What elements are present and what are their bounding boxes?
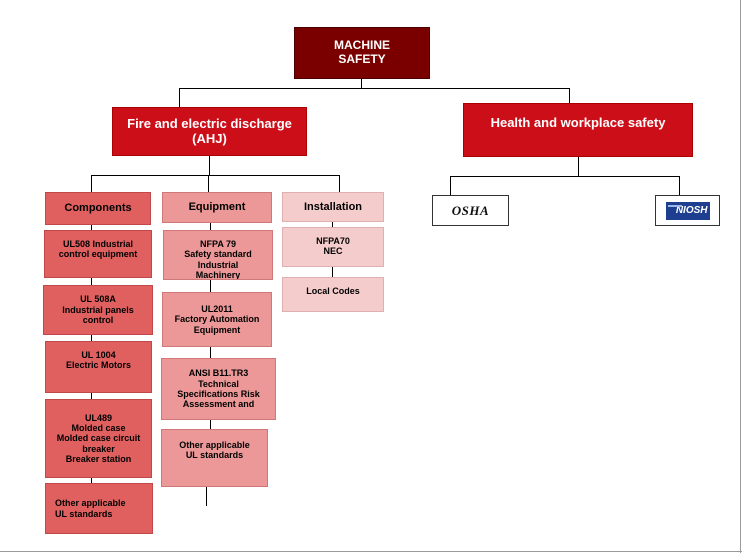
niosh-stripe — [667, 204, 682, 207]
component-ul508: UL508 Industrial control equipment — [44, 230, 152, 278]
component-ul508a: UL 508A Industrial panels control — [43, 285, 153, 335]
component-other-ul-standards: Other applicable UL standards — [45, 483, 153, 534]
frame-bottom-edge — [0, 551, 742, 552]
equipment-ansi-b11-tr3: ANSI B11.TR3 Technical Specifications Ri… — [161, 358, 276, 420]
frame-right-edge — [740, 0, 741, 553]
component-ul489: UL489 Molded case Molded case circuit br… — [45, 399, 152, 478]
connector — [332, 267, 333, 277]
connector — [339, 175, 340, 192]
connector — [91, 278, 92, 285]
connector — [208, 175, 209, 192]
niosh-mark: NIOSH — [665, 201, 710, 220]
connector — [679, 176, 680, 195]
connector — [91, 175, 339, 176]
connector — [91, 393, 92, 399]
connector — [210, 347, 211, 358]
equipment-header: Equipment — [162, 192, 272, 223]
connector — [91, 225, 92, 230]
connector — [578, 157, 579, 176]
connector — [179, 88, 180, 107]
component-ul1004: UL 1004 Electric Motors — [45, 341, 152, 393]
branch-fire-electric-discharge: Fire and electric discharge (AHJ) — [112, 107, 307, 156]
connector — [91, 335, 92, 341]
equipment-ul2011: UL2011 Factory Automation Equipment — [162, 292, 272, 347]
connector — [569, 88, 570, 103]
components-header: Components — [45, 192, 151, 225]
connector — [450, 176, 680, 177]
connector — [332, 222, 333, 227]
niosh-label: NIOSH — [675, 205, 708, 216]
equipment-nfpa79: NFPA 79 Safety standard Industrial Machi… — [163, 230, 273, 280]
osha-logo-icon: OSHA — [432, 195, 509, 226]
connector — [361, 79, 362, 88]
root-node-machine-safety: MACHINE SAFETY — [294, 27, 430, 79]
installation-nfpa70: NFPA70 NEC — [282, 227, 384, 267]
installation-header: Installation — [282, 192, 384, 222]
connector — [210, 223, 211, 230]
connector — [179, 88, 569, 89]
connector — [91, 175, 92, 192]
connector — [209, 156, 210, 175]
connector — [91, 478, 92, 483]
connector — [206, 487, 207, 506]
niosh-logo-icon: NIOSH — [655, 195, 720, 226]
branch-health-workplace-safety: Health and workplace safety — [463, 103, 693, 157]
connector — [210, 280, 211, 292]
connector — [210, 420, 211, 429]
equipment-other-ul-standards: Other applicable UL standards — [161, 429, 268, 487]
installation-local-codes: Local Codes — [282, 277, 384, 312]
connector — [450, 176, 451, 195]
osha-label: OSHA — [451, 202, 490, 218]
